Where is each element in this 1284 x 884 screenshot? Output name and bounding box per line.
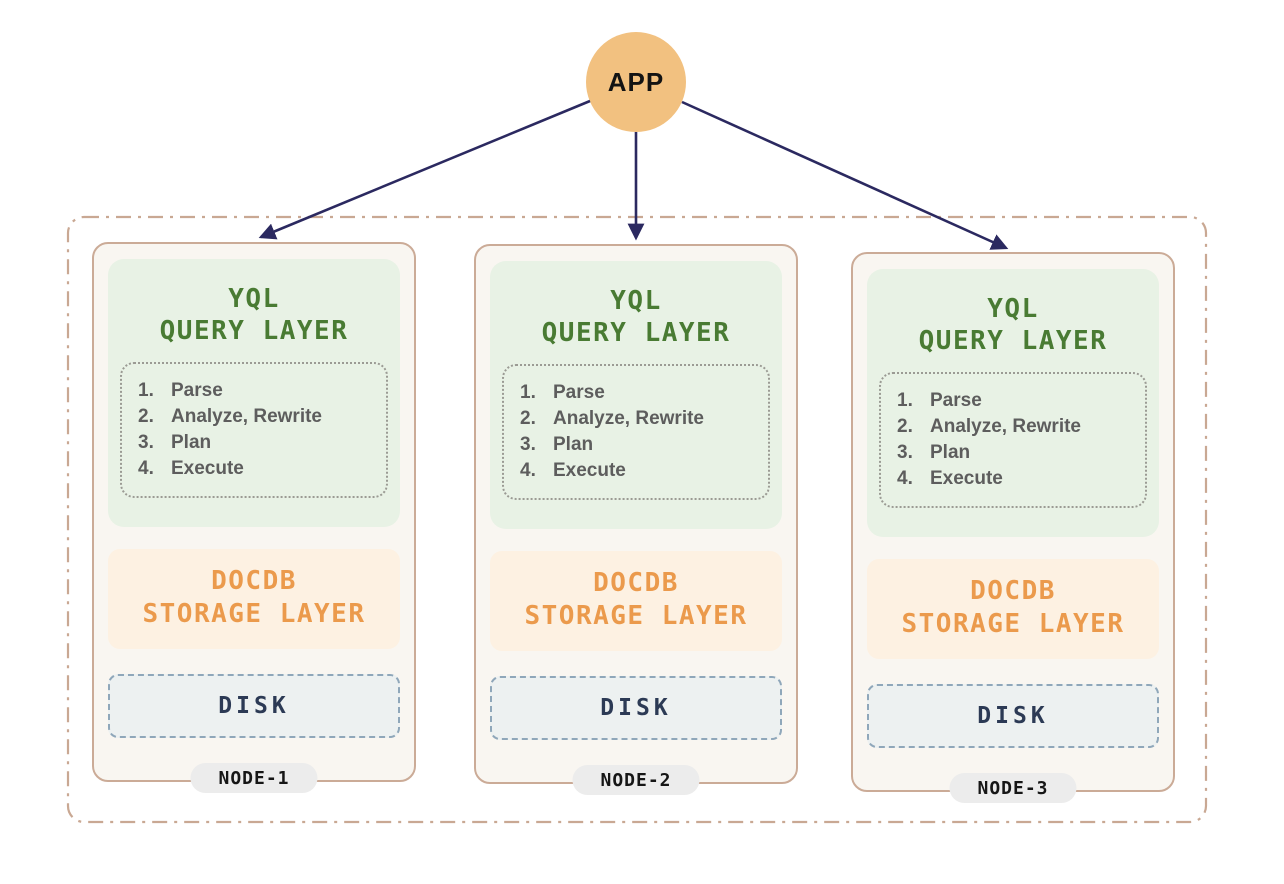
app-label: APP <box>607 66 665 97</box>
query-step: 2. Analyze, Rewrite <box>520 406 762 432</box>
step-label: Plan <box>171 432 212 453</box>
query-step: 4. Execute <box>897 466 1139 492</box>
disk-box-3: DISK <box>867 684 1159 748</box>
step-label: Plan <box>553 434 594 455</box>
step-label: Execute <box>930 468 1003 489</box>
step-number: 4. <box>897 468 913 489</box>
yql-title-line2: QUERY LAYER <box>918 326 1108 356</box>
node-card-2: YQL QUERY LAYER 1. Parse 2. Analyze, Rewri… <box>474 244 798 795</box>
step-label: Parse <box>553 382 605 403</box>
node-card-1: YQL QUERY LAYER 1. Parse 2. Analyze, Rewri… <box>92 242 416 793</box>
query-step: 2. Analyze, Rewrite <box>897 414 1139 440</box>
query-step: 1. Parse <box>520 380 762 406</box>
node-label-badge-1: NODE-1 <box>190 763 318 793</box>
step-number: 1. <box>138 380 154 401</box>
query-steps-box-1: 1. Parse 2. Analyze, Rewrite 3. Plan 4. Exec… <box>120 362 388 498</box>
query-step: 3. Plan <box>138 430 380 456</box>
disk-label: DISK <box>600 695 672 721</box>
step-label: Parse <box>171 380 223 401</box>
step-label: Execute <box>171 458 244 479</box>
step-label: Parse <box>930 390 982 411</box>
docdb-title-line2: STORAGE LAYER <box>142 599 366 629</box>
docdb-title-line2: STORAGE LAYER <box>901 609 1125 639</box>
step-number: 4. <box>520 460 536 481</box>
disk-label: DISK <box>218 693 290 719</box>
step-number: 1. <box>897 390 913 411</box>
yql-title-line2: QUERY LAYER <box>541 318 731 348</box>
yql-query-layer-title: YQL QUERY LAYER <box>878 293 1148 357</box>
docdb-title-line1: DOCDB <box>211 566 297 596</box>
step-number: 2. <box>520 408 536 429</box>
app-node: APP <box>586 32 686 132</box>
query-steps-box-2: 1. Parse 2. Analyze, Rewrite 3. Plan 4. Exec… <box>502 364 770 500</box>
step-label: Analyze, Rewrite <box>171 406 322 427</box>
yql-title-line2: QUERY LAYER <box>159 316 349 346</box>
step-number: 4. <box>138 458 154 479</box>
node-name: NODE-1 <box>218 767 290 789</box>
step-number: 3. <box>520 434 536 455</box>
disk-label: DISK <box>977 703 1049 729</box>
query-step: 2. Analyze, Rewrite <box>138 404 380 430</box>
yql-title-line1: YQL <box>610 286 662 316</box>
yql-query-layer-box-1: YQL QUERY LAYER 1. Parse 2. Analyze, Rewri… <box>108 259 400 527</box>
step-number: 1. <box>520 382 536 403</box>
query-steps-box-3: 1. Parse 2. Analyze, Rewrite 3. Plan 4. Exec… <box>879 372 1147 508</box>
step-label: Analyze, Rewrite <box>553 408 704 429</box>
disk-box-1: DISK <box>108 674 400 738</box>
step-label: Plan <box>930 442 971 463</box>
node-label-badge-2: NODE-2 <box>572 765 700 795</box>
yql-query-layer-title: YQL QUERY LAYER <box>501 285 771 349</box>
step-number: 2. <box>138 406 154 427</box>
docdb-storage-layer-box-2: DOCDB STORAGE LAYER <box>490 551 782 651</box>
node-card-3: YQL QUERY LAYER 1. Parse 2. Analyze, Rewri… <box>851 252 1175 803</box>
docdb-title-line2: STORAGE LAYER <box>524 601 748 631</box>
query-step: 3. Plan <box>897 440 1139 466</box>
step-label: Execute <box>553 460 626 481</box>
step-number: 3. <box>138 432 154 453</box>
query-step: 3. Plan <box>520 432 762 458</box>
node-name: NODE-3 <box>977 777 1049 799</box>
query-step: 4. Execute <box>138 456 380 482</box>
docdb-title-line1: DOCDB <box>593 568 679 598</box>
step-label: Analyze, Rewrite <box>930 416 1081 437</box>
docdb-storage-layer-box-1: DOCDB STORAGE LAYER <box>108 549 400 649</box>
docdb-title-line1: DOCDB <box>970 576 1056 606</box>
docdb-storage-layer-box-3: DOCDB STORAGE LAYER <box>867 559 1159 659</box>
yql-title-line1: YQL <box>228 284 280 314</box>
yql-query-layer-title: YQL QUERY LAYER <box>119 283 389 347</box>
node-name: NODE-2 <box>600 769 672 791</box>
step-number: 3. <box>897 442 913 463</box>
arrow-app-to-node-1 <box>258 99 591 240</box>
node-label-badge-3: NODE-3 <box>949 773 1077 803</box>
yql-query-layer-box-3: YQL QUERY LAYER 1. Parse 2. Analyze, Rewri… <box>867 269 1159 537</box>
disk-box-2: DISK <box>490 676 782 740</box>
query-step: 4. Execute <box>520 458 762 484</box>
arrow-app-to-node-3 <box>681 100 1009 250</box>
query-step: 1. Parse <box>897 388 1139 414</box>
step-number: 2. <box>897 416 913 437</box>
query-step: 1. Parse <box>138 378 380 404</box>
yql-title-line1: YQL <box>987 294 1039 324</box>
yql-query-layer-box-2: YQL QUERY LAYER 1. Parse 2. Analyze, Rewri… <box>490 261 782 529</box>
